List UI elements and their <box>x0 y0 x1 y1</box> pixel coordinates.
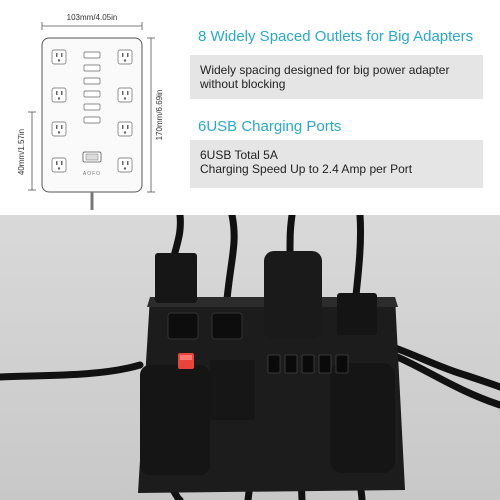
adapter-top-left <box>155 253 197 303</box>
width-label: 103mm/4.05in <box>67 13 118 22</box>
outlet-icon <box>51 49 67 65</box>
outlet-column-right <box>117 49 133 173</box>
usb-port-icon <box>83 103 101 111</box>
usb-port-icon <box>83 64 101 72</box>
feature-title-outlets: 8 Widely Spaced Outlets for Big Adapters <box>198 28 474 45</box>
depth-label: 40mm/1.57in <box>17 129 26 175</box>
outlet-icon <box>51 87 67 103</box>
plug-top-right <box>337 293 377 335</box>
usb-ports <box>267 354 349 374</box>
product-photo <box>0 215 500 500</box>
plug-bottom-center <box>210 360 255 420</box>
outlet-icon <box>51 121 67 137</box>
outlet-sockets <box>167 312 243 340</box>
feature-line: Widely spacing designed for big power ad… <box>200 63 450 77</box>
feature-box-outlets: Widely spacing designed for big power ad… <box>190 55 483 99</box>
adapter-bottom-left <box>140 365 210 475</box>
brand-label: AOFO <box>83 171 101 177</box>
usb-port-icon <box>83 90 101 98</box>
feature-line: without blocking <box>200 77 286 91</box>
power-strip-dimension-diagram: 103mm/4.05in 170mm/6.69in 40mm/1.57in AO… <box>17 13 164 210</box>
outlet-column-left <box>51 49 67 173</box>
outlet-icon <box>117 49 133 65</box>
adapter-top-center <box>264 251 322 339</box>
adapter-bottom-right <box>330 363 395 473</box>
usb-port-icon <box>83 77 101 85</box>
usb-port-icon <box>83 116 101 124</box>
feature-line: 6USB Total 5A <box>200 148 278 162</box>
power-strip-illustration <box>0 215 500 500</box>
outlet-icon <box>51 157 67 173</box>
height-label: 170mm/6.69in <box>155 90 164 141</box>
usb-port-column <box>83 51 101 124</box>
feature-box-usb: 6USB Total 5A Charging Speed Up to 2.4 A… <box>190 140 483 188</box>
outlet-icon <box>117 87 133 103</box>
outlet-icon <box>117 121 133 137</box>
feature-line: Charging Speed Up to 2.4 Amp per Port <box>200 162 413 176</box>
feature-title-usb: 6USB Charging Ports <box>198 118 342 135</box>
usb-port-icon <box>83 51 101 59</box>
outlet-icon <box>117 157 133 173</box>
